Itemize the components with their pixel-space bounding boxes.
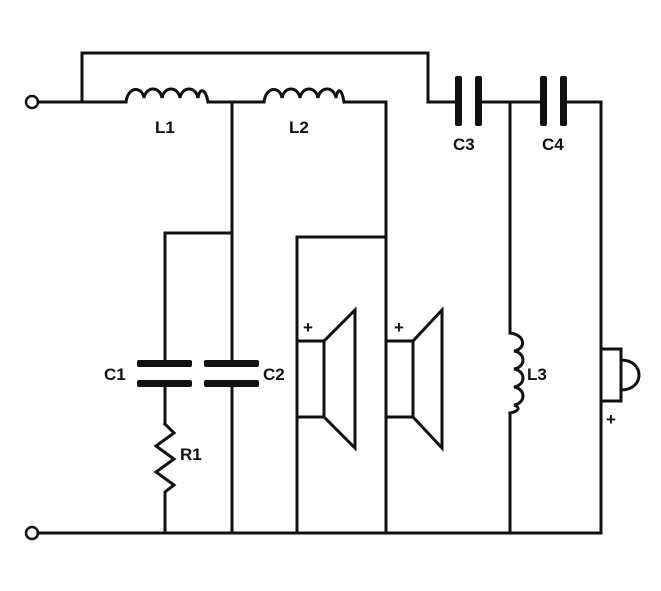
woofer-1-polarity: + — [303, 318, 313, 337]
input-terminal-top — [24, 94, 40, 110]
c1-plate-bottom — [137, 380, 192, 387]
c1-plate-top — [137, 360, 192, 367]
top-bypass-wire — [36, 51, 457, 104]
c2-label: C2 — [263, 365, 285, 384]
c3-plate-left — [455, 76, 462, 126]
woofer-2-magnet — [384, 339, 415, 419]
l3-label: L3 — [527, 365, 547, 384]
woofer-1-magnet — [295, 339, 326, 419]
r1-label: R1 — [180, 445, 202, 464]
c4-plate-right — [560, 76, 567, 126]
c3-label: C3 — [453, 135, 475, 154]
l2-label: L2 — [289, 118, 309, 137]
woofer-1-feed-wire — [295, 235, 388, 535]
woofer-2-polarity: + — [394, 318, 404, 337]
c4-plate-left — [540, 76, 547, 126]
l2-inductor — [262, 87, 346, 104]
input-terminal-bottom — [24, 525, 40, 541]
c1-branch-top-wire — [163, 231, 234, 364]
tweeter-body — [599, 347, 623, 403]
c1-label: C1 — [104, 365, 126, 384]
wire-l2-out — [342, 100, 388, 239]
l1-inductor — [124, 87, 210, 104]
woofer-2 — [384, 306, 444, 452]
c2-plate-top — [204, 360, 259, 367]
woofer-1 — [295, 306, 357, 452]
l1-label: L1 — [155, 118, 175, 137]
c4-label: C4 — [542, 135, 564, 154]
woofer-2-cone — [410, 306, 444, 452]
tweeter-dome — [619, 358, 641, 392]
c3-plate-right — [475, 76, 482, 126]
r1-resistor — [153, 421, 177, 535]
l3-inductor — [508, 331, 525, 415]
tweeter — [599, 347, 641, 403]
tweeter-polarity: + — [606, 410, 616, 429]
woofer-1-cone — [321, 306, 357, 452]
c2-plate-bottom — [204, 380, 259, 387]
wire-c4-out — [565, 100, 603, 351]
